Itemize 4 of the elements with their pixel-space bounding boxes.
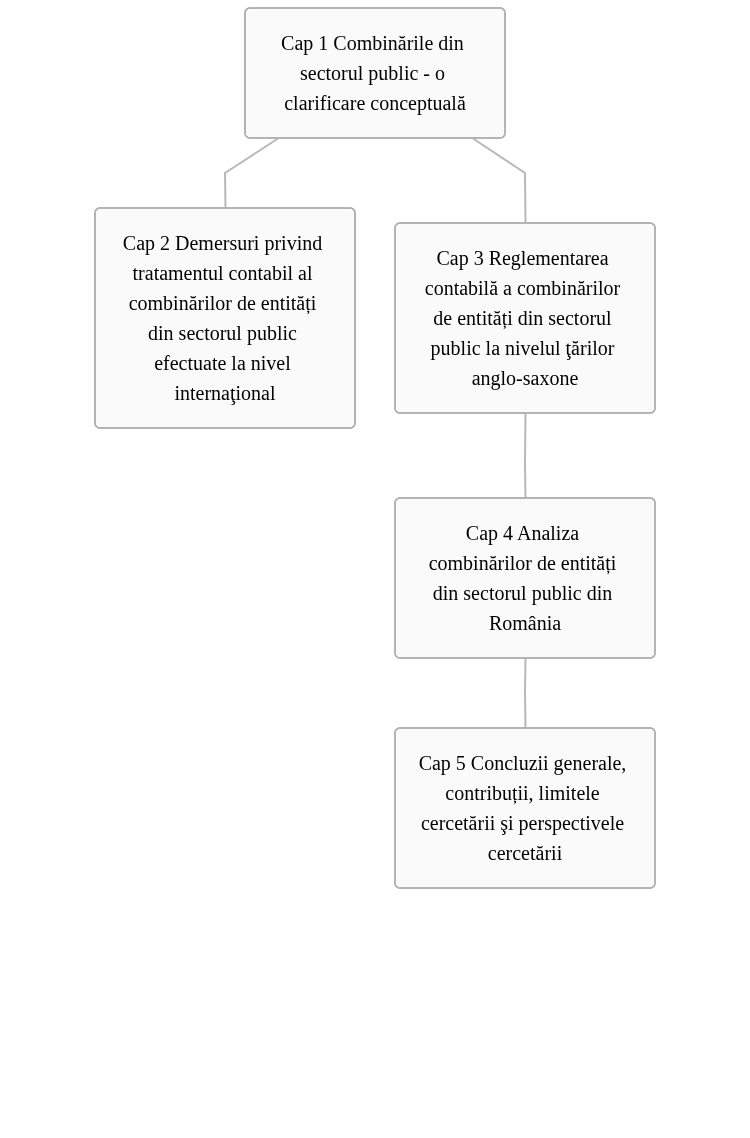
connector xyxy=(524,657,527,730)
connector xyxy=(472,137,527,225)
connector xyxy=(224,137,279,210)
connector xyxy=(524,412,527,500)
